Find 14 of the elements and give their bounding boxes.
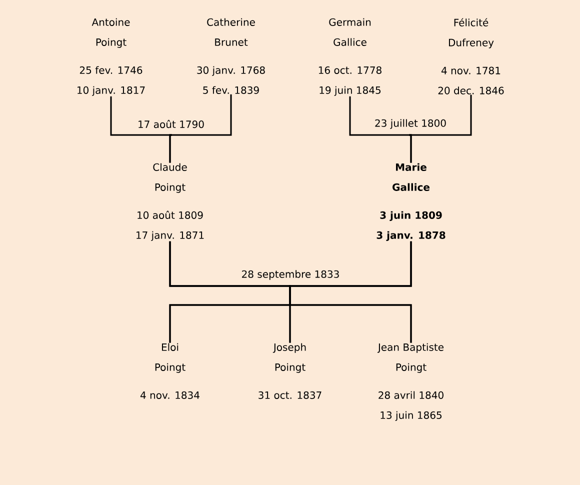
person-entry: Antoine Poingt 25 fev. 1746 10 janv. 1817 <box>78 18 145 96</box>
person-entry: Félicité Dufreney 4 nov. 1781 20 dec. 1846 <box>438 18 504 94</box>
person-entry: Eloi Poingt 4 nov. 1834 <box>140 343 200 399</box>
person-entry: Catherine Brunet 30 janv. 1768 5 fev. 1839 <box>197 18 265 94</box>
person-entry: Germain Gallice 16 oct. 1778 19 juin 1845 <box>318 18 382 96</box>
edge-label: 23 juillet 1800 <box>373 118 448 130</box>
person-entry: Joseph Poingt 31 oct. 1837 <box>258 343 322 399</box>
person-entry: Marie Gallice 3 juin 1809 3 janv. 1878 <box>376 163 446 241</box>
person-entry: Claude Poingt 10 août 1809 17 janv. 1871 <box>136 163 204 241</box>
family-line <box>169 241 412 343</box>
edge-label: 28 septembre 1833 <box>240 269 341 281</box>
family-line <box>349 94 472 163</box>
person-entry: Jean Baptiste Poingt 28 avril 1840 13 juin 1865 <box>377 343 444 421</box>
family-line <box>110 94 232 163</box>
